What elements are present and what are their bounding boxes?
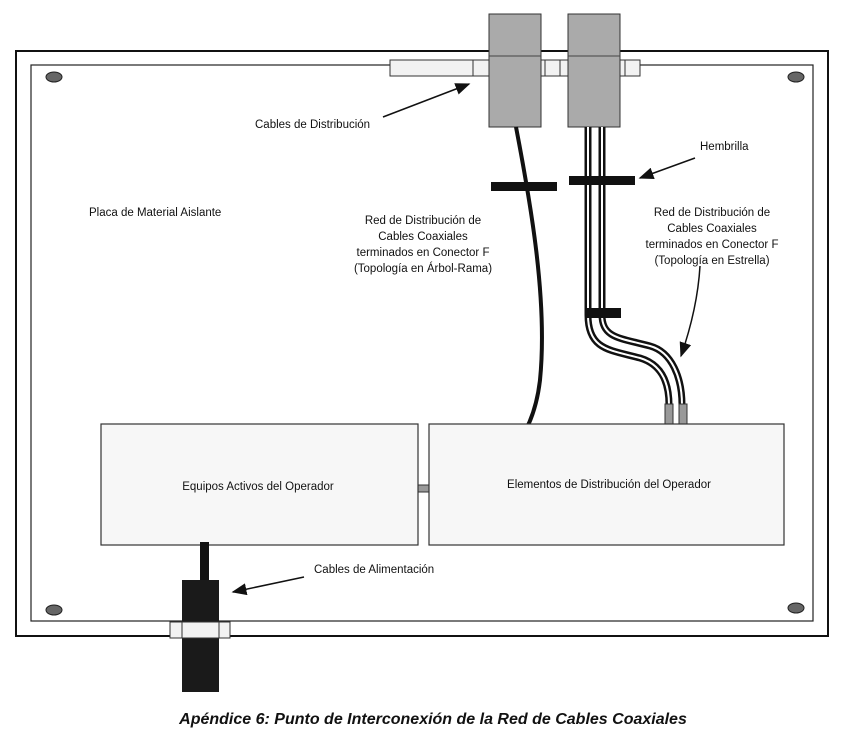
power-cable-bracket (169, 621, 231, 639)
distribution-elements-label: Elementos de Distribución del Operador (507, 479, 711, 491)
star-network-line-2: Cables Coaxiales (667, 223, 757, 235)
tree-network-line-4: (Topología en Árbol-Rama) (354, 262, 492, 275)
arrow-star-network (679, 265, 701, 358)
hembrilla-tree (491, 182, 557, 191)
tree-network-line-3: terminados en Conector F (357, 247, 490, 259)
hembrilla-label: Hembrilla (700, 141, 749, 153)
connector-housing-right (567, 13, 621, 128)
arrow-power-cables (231, 576, 305, 596)
hembrilla-star-bottom (585, 308, 621, 318)
insulating-plate-outer (15, 50, 829, 637)
screw-top-right (787, 71, 805, 83)
star-network-line-1: Red de Distribución de (654, 207, 770, 219)
insulating-plate-label: Placa de Material Aislante (89, 207, 221, 219)
arrow-distribution-cables (382, 83, 471, 118)
power-cables-label: Cables de Alimentación (314, 564, 434, 576)
power-cable-wire (200, 542, 209, 582)
screw-bottom-right (787, 602, 805, 614)
arrow-hembrilla (638, 157, 696, 180)
star-network-line-3: terminados en Conector F (646, 239, 779, 251)
f-connector-star-1 (664, 403, 674, 425)
tree-network-line-2: Cables Coaxiales (378, 231, 468, 243)
tree-network-line-1: Red de Distribución de (365, 215, 481, 227)
distribution-cables-label: Cables de Distribución (255, 119, 370, 131)
connector-housing-left (488, 13, 542, 128)
active-equipment-label: Equipos Activos del Operador (182, 481, 334, 493)
screw-top-left (45, 71, 63, 83)
distribution-elements-box (428, 423, 785, 546)
star-network-line-4: (Topología en Estrella) (654, 255, 769, 267)
active-equipment-box (100, 423, 419, 546)
figure-caption: Apéndice 6: Punto de Interconexión de la… (178, 711, 687, 728)
f-connector-star-2 (678, 403, 688, 425)
hembrilla-star-top (569, 176, 635, 185)
screw-bottom-left (45, 604, 63, 616)
